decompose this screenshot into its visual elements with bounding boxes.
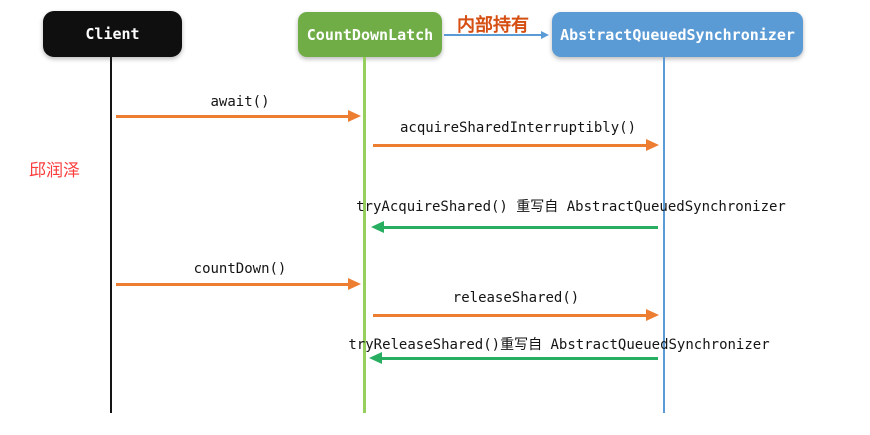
- relation-label-holds-internally: 内部持有: [457, 15, 529, 35]
- message-label-try-release-shared: tryReleaseShared()重写自 AbstractQueuedSync…: [348, 337, 770, 353]
- actor-label-abstractqueuedsynchronizer: AbstractQueuedSynchronizer: [560, 25, 795, 44]
- message-label-try-acquire-shared: tryAcquireShared() 重写自 AbstractQueuedSyn…: [356, 199, 786, 215]
- message-arrow-acquire-shared-interruptibly-icon: [373, 139, 659, 151]
- lifeline-client: [110, 57, 112, 413]
- actor-box-client: Client: [43, 11, 182, 57]
- actor-label-client: Client: [85, 25, 140, 43]
- message-label-count-down: countDown(): [193, 261, 287, 277]
- message-arrow-try-release-shared-icon: [369, 352, 658, 364]
- watermark-author: 邱润泽: [29, 161, 80, 180]
- lifeline-countdownlatch: [363, 57, 366, 413]
- actor-label-countdownlatch: CountDownLatch: [306, 25, 434, 44]
- lifeline-abstractqueuedsynchronizer: [663, 57, 665, 413]
- message-arrow-release-shared-icon: [373, 309, 659, 321]
- message-arrow-try-acquire-shared-icon: [371, 221, 658, 233]
- message-label-release-shared: releaseShared(): [452, 290, 580, 306]
- message-arrow-await-icon: [116, 110, 361, 122]
- message-arrow-count-down-icon: [116, 278, 361, 290]
- message-label-acquire-shared-interruptibly: acquireSharedInterruptibly(): [399, 120, 637, 136]
- message-label-await: await(): [210, 94, 270, 110]
- actor-box-abstractqueuedsynchronizer: AbstractQueuedSynchronizer: [552, 12, 803, 57]
- actor-box-countdownlatch: CountDownLatch: [298, 12, 442, 57]
- relation-arrow-icon: [444, 31, 549, 39]
